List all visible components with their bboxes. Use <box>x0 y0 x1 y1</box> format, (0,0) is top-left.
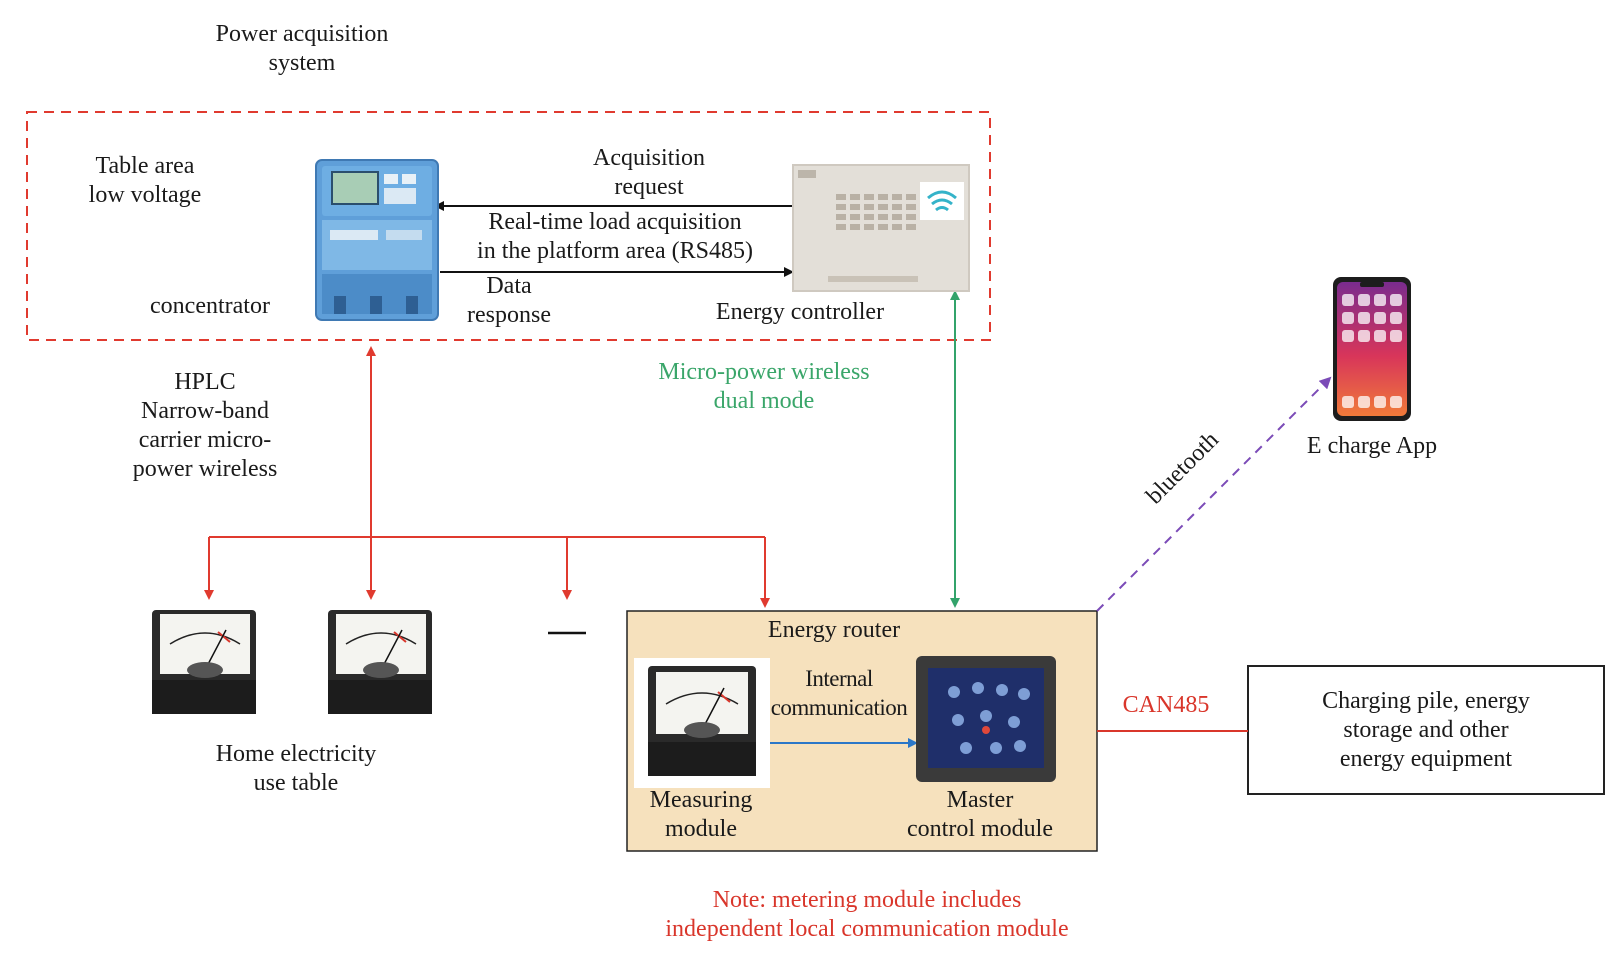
micro-power-label: Micro-power wireless dual mode <box>634 358 894 416</box>
acquisition-request-line: request <box>614 174 684 200</box>
hplc-line: carrier micro- <box>138 427 272 453</box>
home-meter-label: Home electricity use table <box>186 740 406 798</box>
master-control-module-icon <box>916 656 1056 782</box>
can485-label: CAN485 <box>1122 692 1210 718</box>
table-area-line: Table area <box>95 153 195 179</box>
charging-pile-line: energy equipment <box>1339 746 1513 772</box>
phone-icon <box>1333 277 1411 421</box>
table-area-line: low voltage <box>88 182 202 208</box>
data-response-line: response <box>467 302 551 328</box>
note-line: Note: metering module includes <box>712 887 1022 913</box>
realtime-load-label: Real-time load acquisition in the platfo… <box>440 208 790 266</box>
micro-power-line: Micro-power wireless <box>658 359 870 385</box>
internal-comm-line: communication <box>770 695 908 720</box>
data-response-label: Data response <box>444 272 574 330</box>
energy-controller-device-icon <box>792 164 970 292</box>
home-meter-icon <box>328 610 432 714</box>
title-line: system <box>268 50 336 76</box>
concentrator-label: concentrator <box>150 293 270 319</box>
measuring-module-line: Measuring <box>649 787 753 813</box>
title-line: Power acquisition <box>215 21 389 47</box>
hplc-line: power wireless <box>132 456 278 482</box>
measuring-module-icon <box>634 658 770 788</box>
internal-comm-label: Internal communication <box>762 664 916 722</box>
note-label: Note: metering module includes independe… <box>590 886 1144 944</box>
internal-comm-line: Internal <box>805 666 873 691</box>
charging-pile-line: Charging pile, energy <box>1322 688 1530 714</box>
charging-pile-box <box>1247 665 1605 795</box>
master-control-line: control module <box>907 816 1053 842</box>
data-response-line: Data <box>486 273 532 299</box>
table-area-label: Table area low voltage <box>60 152 230 210</box>
home-meter-line: Home electricity <box>215 741 377 767</box>
master-control-label: Master control module <box>880 786 1080 844</box>
echarge-app-label: E charge App <box>1306 433 1438 459</box>
acquisition-system-boundary <box>26 111 991 341</box>
hplc-line: HPLC <box>174 369 236 395</box>
energy-controller-label: Energy controller <box>715 299 885 325</box>
master-control-line: Master <box>946 787 1014 813</box>
diagram-title: Power acquisition system <box>182 20 422 78</box>
acquisition-request-label: Acquisition request <box>554 144 744 202</box>
acquisition-request-line: Acquisition <box>593 145 705 171</box>
measuring-module-line: module <box>665 816 737 842</box>
energy-router-title: Energy router <box>767 617 901 643</box>
home-meter-line: use table <box>253 770 339 796</box>
home-meter-icon <box>152 610 256 714</box>
realtime-load-line: Real-time load acquisition <box>488 209 742 235</box>
concentrator-device-icon <box>315 159 439 321</box>
micro-power-line: dual mode <box>713 388 815 414</box>
charging-pile-label: Charging pile, energy storage and other … <box>1248 687 1604 774</box>
realtime-load-line: in the platform area (RS485) <box>477 238 753 264</box>
measuring-module-label: Measuring module <box>626 786 776 844</box>
hplc-line: Narrow-band <box>141 398 269 424</box>
note-line: independent local communication module <box>665 916 1069 942</box>
hplc-label: HPLC Narrow-band carrier micro- power wi… <box>100 368 310 484</box>
charging-pile-line: storage and other <box>1343 717 1509 743</box>
bluetooth-arrow <box>1096 376 1332 612</box>
